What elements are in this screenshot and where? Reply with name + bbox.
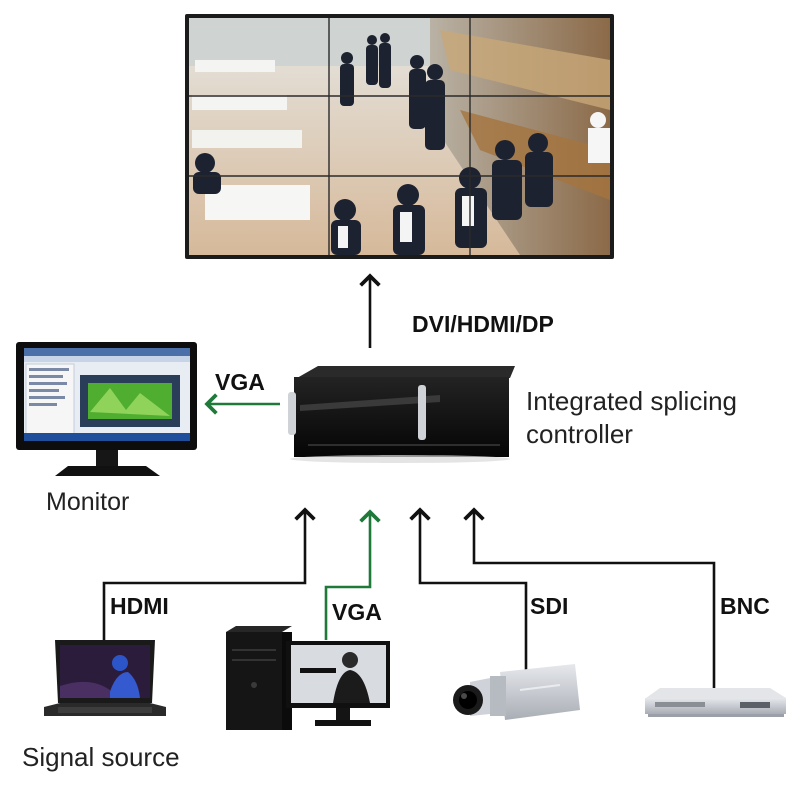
right-rack-handle [418,385,426,440]
splicing-controller [288,366,515,463]
controller-label-line2: controller [526,419,633,449]
video-wall [185,14,614,259]
camera-body [500,664,580,720]
bnc-line [463,507,716,688]
controller-label-line1: Integrated splicing [526,386,737,416]
bnc-label: BNC [720,593,770,619]
laptop-device [44,640,166,716]
canteen-scene [189,18,610,255]
camera-device [453,664,580,720]
desktop-pc-device [226,626,390,730]
monitor-device [16,342,197,476]
vga-label: VGA [332,599,382,625]
monitor-link-label: VGA [215,369,265,395]
vga-line [324,509,381,640]
hdmi-line [102,507,316,640]
monitor-label: Monitor [46,488,129,516]
sdi-line [409,507,528,672]
hdmi-label: HDMI [110,593,169,619]
video-wall-link-label: DVI/HDMI/DP [412,311,554,337]
sdi-label: SDI [530,593,568,619]
signal-source-label: Signal source [22,742,180,772]
left-rack-handle [288,392,296,435]
pc-tower [226,632,282,730]
dvd-player-device [645,688,786,717]
